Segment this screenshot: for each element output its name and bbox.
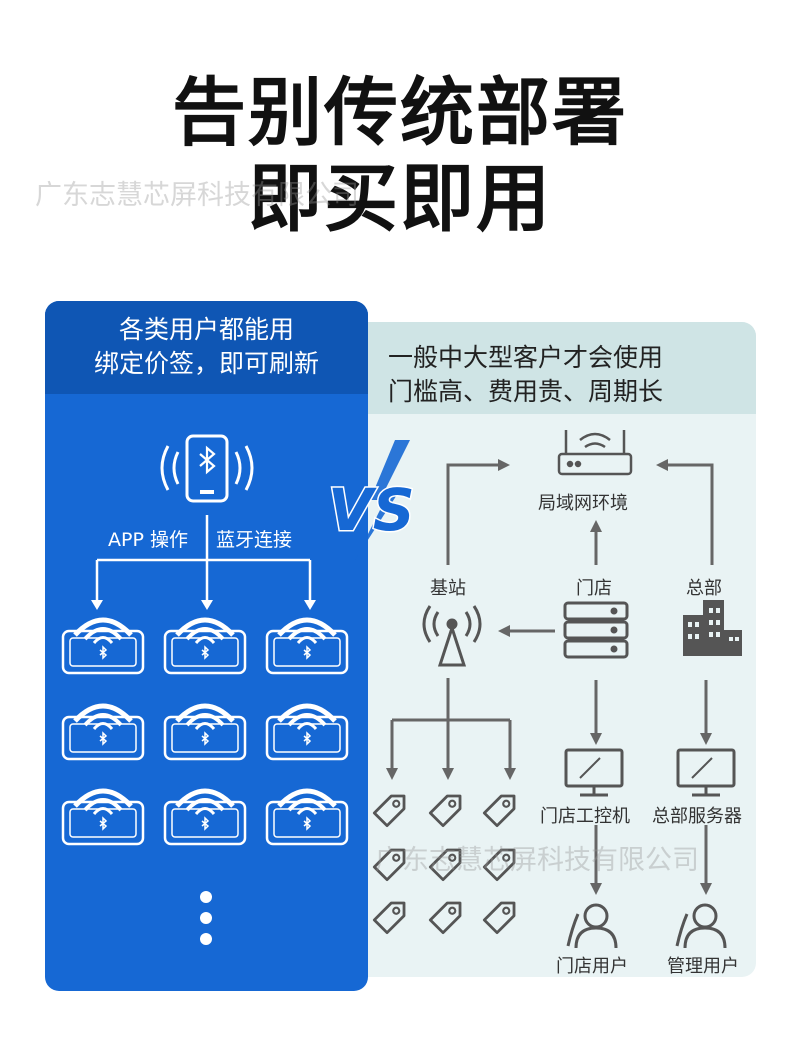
- base-station-icon: [422, 605, 482, 667]
- price-tag-icon: [482, 848, 516, 882]
- esl-tag-icon: [163, 788, 247, 846]
- vs-text: VS: [328, 476, 415, 544]
- building-icon: [683, 600, 742, 656]
- hq-label: 总部: [686, 578, 722, 599]
- esl-tag-icon: [61, 703, 145, 761]
- store-pc-icon: [564, 748, 624, 797]
- price-tag-icon: [428, 794, 462, 828]
- main-title-line1: 告别传统部署: [172, 70, 628, 156]
- store-label: 门店: [576, 578, 612, 599]
- store-user-icon: [566, 903, 618, 949]
- esl-tag-icon: [265, 703, 349, 761]
- base-station-label: 基站: [430, 578, 466, 599]
- esl-tag-icon: [265, 617, 349, 675]
- esl-tag-icon: [163, 703, 247, 761]
- price-tag-grid: [372, 794, 516, 935]
- store-user-label: 门店用户: [556, 956, 628, 977]
- hq-server-label: 总部服务器: [652, 806, 742, 827]
- admin-user-icon: [675, 903, 727, 949]
- router-icon: [557, 430, 633, 476]
- price-tag-icon: [372, 848, 406, 882]
- store-pc-label: 门店工控机: [540, 806, 630, 827]
- watermark-2: 广东志慧芯屏科技有限公司: [375, 845, 699, 876]
- esl-tag-icon: [265, 788, 349, 846]
- left-header: 各类用户都能用 绑定价签，即可刷新: [45, 301, 368, 394]
- esl-tag-icon: [163, 617, 247, 675]
- left-panel: 各类用户都能用 绑定价签，即可刷新: [45, 301, 368, 991]
- price-tag-icon: [428, 901, 462, 935]
- esl-tag-icon: [61, 617, 145, 675]
- right-header: 一般中大型客户才会使用 门槛高、费用贵、周期长: [368, 322, 756, 414]
- price-tag-icon: [428, 848, 462, 882]
- price-tag-icon: [372, 794, 406, 828]
- right-header-line1: 一般中大型客户才会使用: [388, 343, 664, 372]
- server-icon: [563, 601, 629, 659]
- left-header-line2: 绑定价签，即可刷新: [93, 349, 319, 378]
- right-header-line2: 门槛高、费用贵、周期长: [388, 377, 664, 406]
- price-tag-icon: [482, 901, 516, 935]
- esl-tag-icon: [61, 788, 145, 846]
- right-arrows: [386, 459, 714, 895]
- watermark: 广东志慧芯屏科技有限公司: [35, 180, 359, 211]
- price-tag-icon: [372, 901, 406, 935]
- app-operation-label: APP 操作: [108, 529, 188, 551]
- admin-user-label: 管理用户: [667, 956, 739, 977]
- hq-server-icon: [676, 748, 736, 797]
- phone-bluetooth-icon: [160, 434, 254, 503]
- esl-tag-grid: [61, 617, 349, 846]
- price-tag-icon: [482, 794, 516, 828]
- lan-label: 局域网环境: [538, 493, 628, 514]
- left-header-line1: 各类用户都能用: [118, 315, 294, 344]
- more-dots-icon: [200, 891, 212, 945]
- left-arrows: [91, 515, 316, 610]
- vs-badge: VS: [327, 440, 416, 560]
- main-title-line2: 即买即用: [248, 156, 552, 242]
- bluetooth-connect-label: 蓝牙连接: [216, 529, 293, 551]
